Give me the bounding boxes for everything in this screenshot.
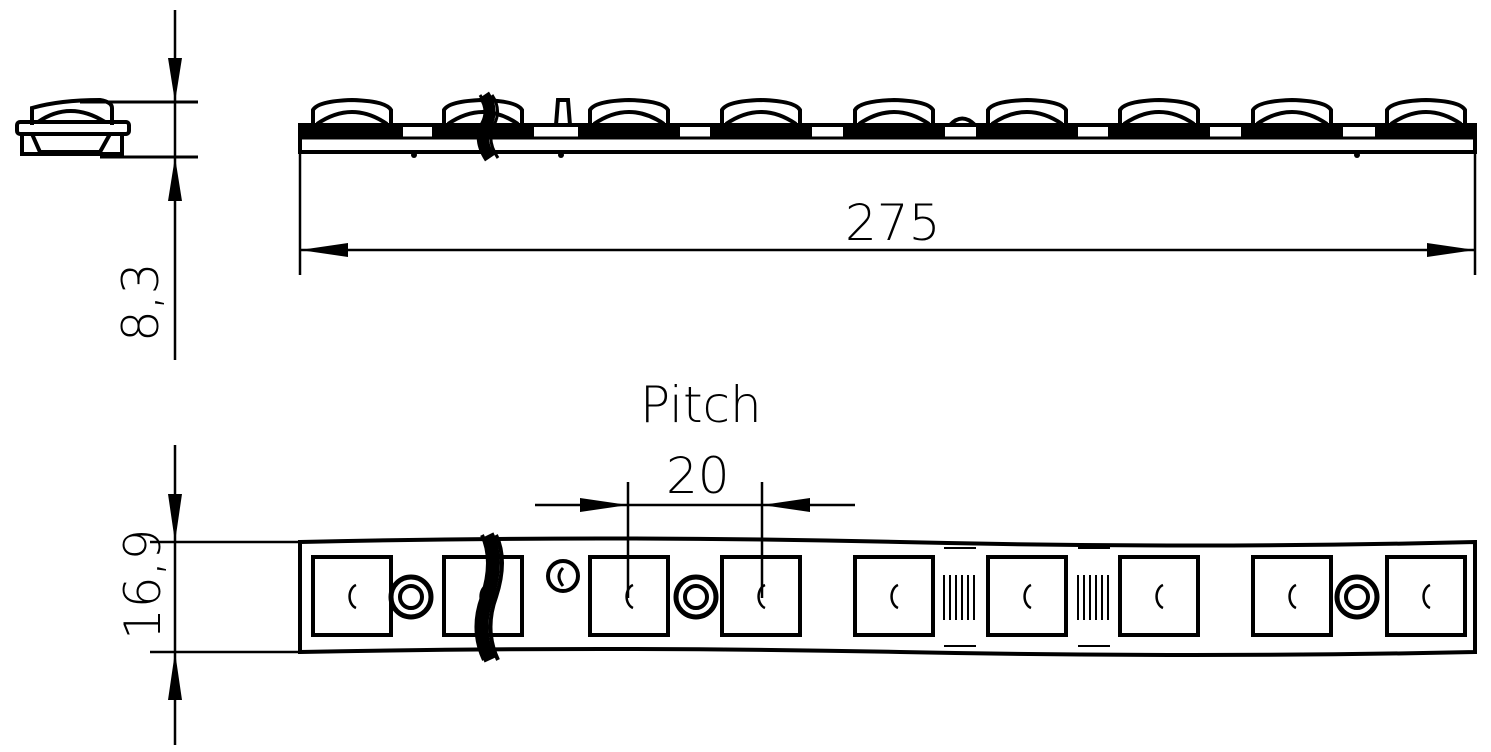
led-chip-top [986, 555, 1068, 637]
pitch-value: 20 [666, 447, 730, 505]
led-lens-side [976, 97, 1078, 138]
led-lens-side [1108, 97, 1210, 138]
top-view [298, 532, 1477, 663]
width-label: 16,9 [114, 529, 172, 640]
height-label: 8,3 [112, 262, 170, 342]
side-view [298, 91, 1477, 162]
led-chip-top [1118, 555, 1200, 637]
led-chip-top [311, 555, 393, 637]
led-chip-top [853, 555, 935, 637]
length-dimension: 275 [298, 152, 1477, 275]
led-lens-side [301, 97, 403, 138]
led-chip-top [720, 555, 802, 637]
width-dimension: 16,9 [114, 445, 300, 745]
led-lens-side [1375, 97, 1477, 138]
led-chip-top [1251, 555, 1333, 637]
led-chip-top [588, 555, 670, 637]
led-lens-side [710, 97, 812, 138]
pitch-dimension: Pitch 20 [535, 376, 855, 598]
height-dimension: 8,3 [112, 10, 182, 360]
pitch-title: Pitch [640, 376, 762, 434]
led-chip-top [1385, 555, 1467, 637]
led-lens-side [843, 97, 945, 138]
end-view [15, 97, 198, 159]
led-lens-side [578, 97, 680, 138]
length-label: 275 [845, 194, 940, 252]
led-lens-side [1241, 97, 1343, 138]
